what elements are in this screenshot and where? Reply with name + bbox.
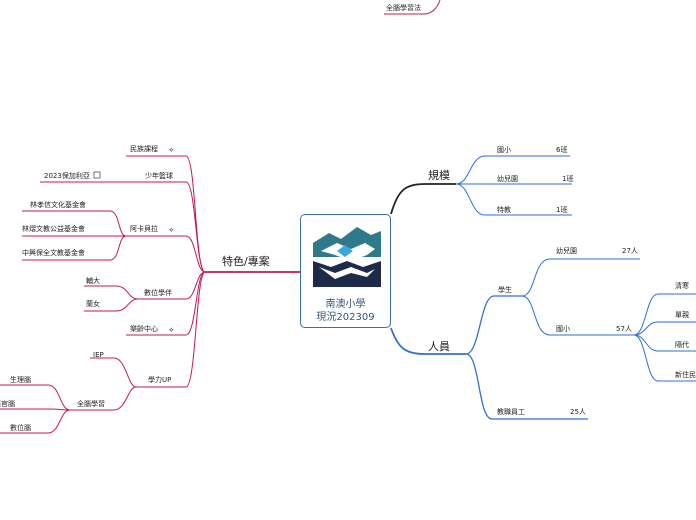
svg-text:數位學伴: 數位學伴 (144, 288, 172, 297)
svg-text:6班: 6班 (556, 145, 567, 154)
attachment-icon[interactable]: ⟡ (169, 326, 174, 334)
svg-text:1班: 1班 (556, 205, 567, 214)
brain-physiology[interactable]: 生理腦 (10, 375, 31, 384)
feature-2023-bulgaria[interactable]: 2023保加利亞 (44, 171, 101, 180)
feature-senior-center[interactable]: 樂齡中心 ⟡ (130, 324, 174, 334)
svg-text:教職員工: 教職員工 (497, 407, 525, 416)
partner-lanv[interactable]: 蘭女 (86, 299, 100, 308)
brain-sensory[interactable]: 感官腦 (0, 399, 15, 408)
attachment-icon[interactable]: ⟡ (169, 146, 174, 154)
root-title: 南澳小學 (325, 299, 366, 310)
svg-text:少年籃球: 少年籃球 (145, 171, 173, 180)
group-new-immigrant[interactable]: 新住民 (675, 370, 696, 379)
root-subtitle: 現況202309 (316, 312, 375, 323)
feature-basketball[interactable]: 少年籃球 (145, 171, 173, 180)
students-label: 學生 (498, 285, 512, 294)
feature-indigenous[interactable]: 民族課程 ⟡ (130, 144, 174, 154)
svg-text:1班: 1班 (562, 174, 573, 183)
features-branch[interactable]: 特色/專案 (40, 155, 300, 388)
foundation-lin-yi[interactable]: 林熠文教公益基金會 (22, 224, 85, 233)
scale-branch[interactable]: 規模 (390, 155, 572, 216)
scale-label: 規模 (428, 168, 450, 182)
people-label: 人員 (428, 340, 450, 353)
svg-text:57人: 57人 (616, 325, 632, 333)
top-fragment-node[interactable]: 全腦學習法 (384, 0, 441, 15)
foundation-lin-hsiao-hsin[interactable]: 林孝信文化基金會 (30, 200, 86, 209)
students-elementary[interactable]: 國小 57人 (556, 293, 696, 382)
foundation-zhongxing[interactable]: 中興保全文教基金會 (22, 248, 85, 257)
feature-akabula[interactable]: 阿卡貝拉 ⟡ (22, 210, 174, 261)
svg-text:2023保加利亞: 2023保加利亞 (44, 171, 90, 180)
feature-learning-up[interactable]: 學力UP (70, 357, 171, 411)
svg-text:25人: 25人 (570, 408, 586, 416)
svg-text:學力UP: 學力UP (148, 375, 171, 384)
feature-digital-partner[interactable]: 數位學伴 (84, 285, 172, 312)
people-branch[interactable]: 人員 (390, 295, 588, 420)
svg-text:特教: 特教 (497, 205, 511, 214)
features-label: 特色/專案 (222, 254, 270, 268)
attachment-icon[interactable]: ⟡ (169, 226, 174, 234)
group-single-parent[interactable]: 單親 (675, 310, 689, 319)
scale-item-special-ed[interactable]: 特教 1班 (497, 205, 567, 214)
root-node[interactable]: 南澳小學 現況202309 (300, 214, 391, 328)
svg-text:阿卡貝拉: 阿卡貝拉 (130, 224, 158, 233)
svg-text:樂齡中心: 樂齡中心 (130, 324, 158, 333)
svg-text:27人: 27人 (622, 247, 638, 255)
group-grandparent[interactable]: 隔代 (675, 340, 689, 349)
svg-text:國小: 國小 (497, 145, 511, 154)
svg-text:幼兒園: 幼兒園 (556, 246, 577, 255)
students-node[interactable]: 學生 (498, 258, 640, 336)
partner-fuda[interactable]: 輔大 (86, 276, 100, 285)
scale-item-kindergarten[interactable]: 幼兒園 1班 (497, 174, 573, 183)
brain-digital[interactable]: 數位腦 (10, 423, 31, 432)
learning-iep[interactable]: IEP (93, 351, 104, 359)
svg-text:民族課程: 民族課程 (130, 144, 158, 153)
students-kindergarten[interactable]: 幼兒園 27人 (556, 246, 638, 255)
svg-text:國小: 國小 (556, 324, 570, 333)
svg-text:全腦學習: 全腦學習 (77, 399, 105, 408)
svg-text:幼兒園: 幼兒園 (497, 174, 518, 183)
scale-item-elementary[interactable]: 國小 6班 (497, 145, 567, 154)
external-link-icon[interactable] (93, 171, 101, 179)
school-logo (313, 227, 381, 287)
learning-whole-brain[interactable]: 全腦學習 (0, 384, 105, 434)
staff-node[interactable]: 教職員工 25人 (497, 407, 586, 416)
group-low-income[interactable]: 清寒 (675, 281, 689, 290)
top-fragment-label: 全腦學習法 (386, 3, 421, 12)
